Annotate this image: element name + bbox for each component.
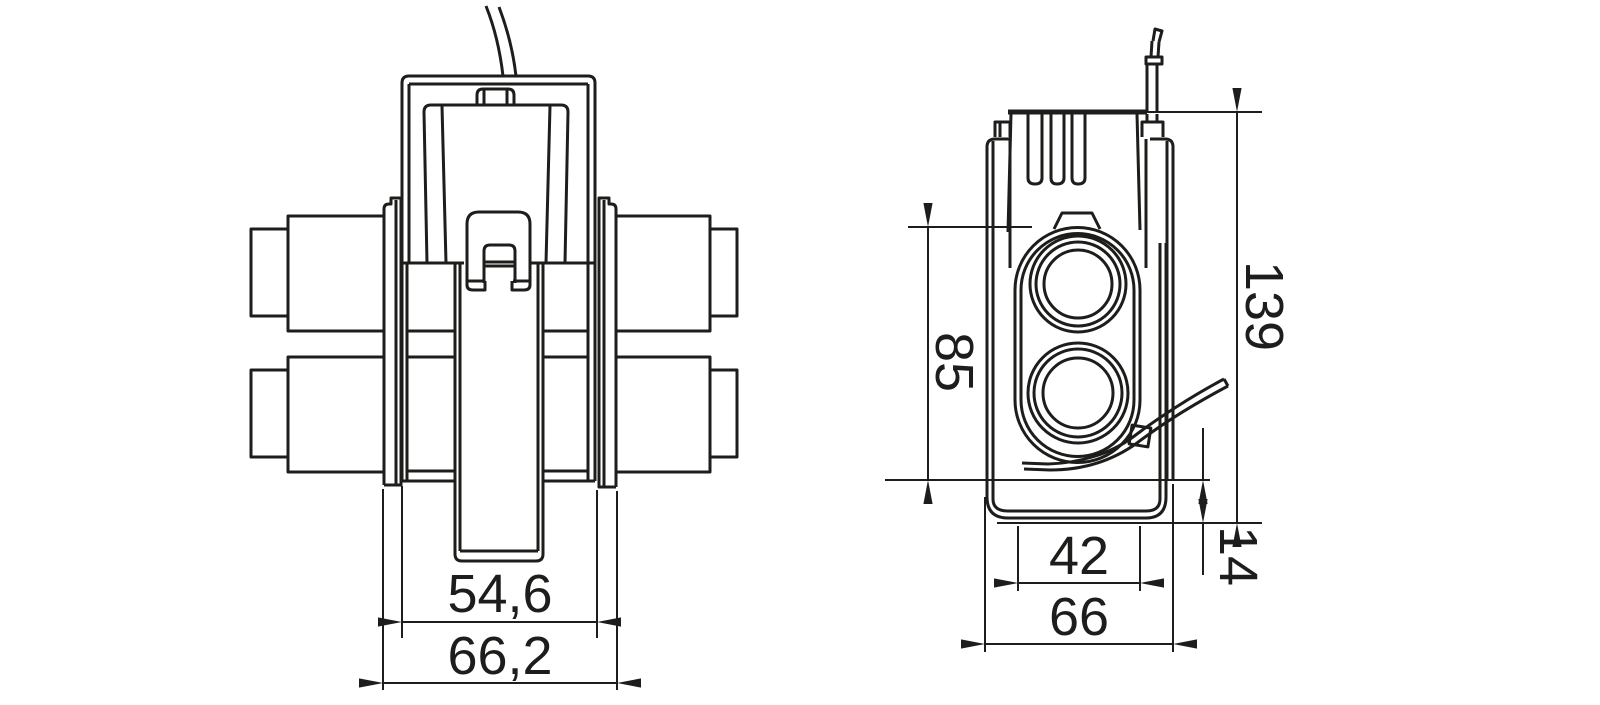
dimension-label-strap-width: 42 [1049,526,1109,586]
dimension-label-base-offset: 14 [1208,526,1268,586]
body-walls [400,263,597,483]
cable-strap [1013,211,1142,464]
strap-outer [1013,226,1142,464]
wire-line [1149,40,1154,58]
right-panel [1150,137,1175,480]
busbar-lower-right [614,355,712,474]
busbar-upper-right [614,214,712,333]
dimension-label-body-width: 54,6 [447,564,552,624]
dimension-label-overall-width: 66,2 [447,626,552,686]
edge-line [544,105,552,264]
wire-line [1156,41,1161,58]
busbar-upper-left-end [249,227,290,318]
dimension-label-window-height: 85 [924,332,984,392]
yoke-outline [422,103,570,264]
circle-outer [1026,341,1130,445]
side-view-dimensions: 85 139 14 42 66 [908,88,1294,652]
busbar-lower-right-end [708,368,739,459]
latch-clip [465,210,532,292]
clip-foot [510,281,532,292]
dimension-label-side-overall-width: 66 [1049,587,1109,647]
cable-tie [1127,423,1153,449]
housing [400,74,597,265]
cable-opening-lower [1026,341,1130,445]
wire-tip [1151,27,1164,43]
wire-collar [1144,55,1164,66]
dimension-label-overall-height: 139 [1234,261,1294,351]
left-tab [993,120,1012,137]
cable-line [497,6,518,77]
vent-slot [1026,113,1044,186]
front-view [249,5,739,563]
wire-end-cap [1222,378,1230,387]
right-tab [1140,120,1165,137]
strap-inner [1019,232,1136,458]
circle-mid [1032,347,1124,439]
flange-left [382,196,403,487]
sensor-wire [1021,377,1225,466]
circle-inner [1042,248,1114,320]
busbar-lower-left-end [249,368,290,459]
edge-line [1135,113,1142,231]
shell-inner [991,141,1162,513]
vent-slot [1070,113,1087,186]
circle-inner [1041,356,1115,430]
busbar-upper-right-end [708,227,739,318]
shell-outline [985,137,1168,520]
side-view [885,27,1262,524]
busbar-lower-left [286,355,386,474]
busbar-upper-left [286,214,386,333]
vent-slot [1049,113,1066,186]
top-tab [475,87,516,105]
front-view-dimensions: 54,6 66,2 [359,486,641,690]
cable-line [484,5,505,77]
cable-opening-upper [1028,234,1128,334]
column-outline [453,263,545,563]
circle-mid [1034,240,1122,328]
vent-slots [1026,113,1087,186]
cable-top [484,5,518,77]
clip-foot [465,281,487,292]
busbars [249,214,739,474]
wire-top [1140,27,1165,137]
strap-bump [1052,211,1102,230]
sensor-wire [1023,384,1229,472]
housing-outline [400,74,597,263]
clip-cutout [482,243,517,283]
flange-outline [597,196,618,489]
center-column [453,263,545,563]
flange-outline [382,196,403,487]
clip-outline [465,210,532,281]
cable-tie-and-wire [1021,377,1230,472]
edge-line [440,105,448,264]
flange-right [597,196,618,489]
circle-outer [1028,234,1128,334]
